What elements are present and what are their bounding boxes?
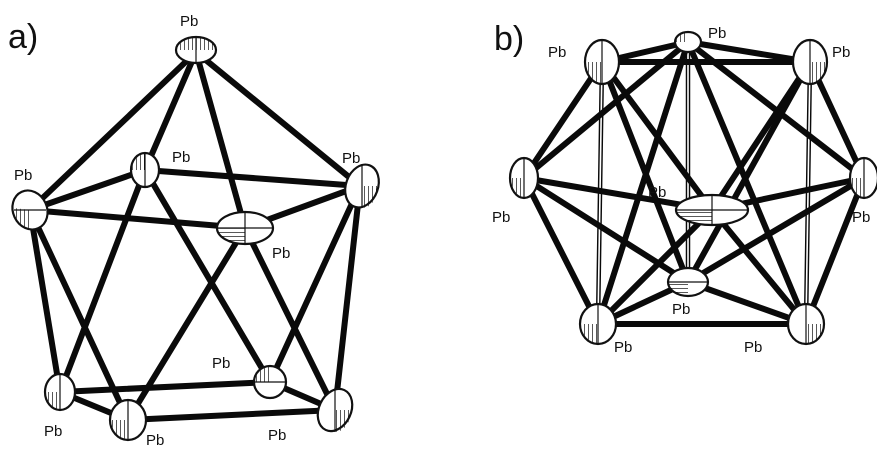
atom-label: Pb [212, 355, 230, 372]
atom-label: Pb [146, 432, 164, 449]
atom-label: Pb [14, 167, 32, 184]
pb-atom [791, 38, 829, 86]
pb-atom [786, 302, 826, 346]
bond [27, 167, 148, 213]
pb-atom [674, 193, 750, 227]
pb-atom [578, 302, 618, 346]
panel-b-atom-labels: Pb Pb Pb Pb Pb Pb Pb Pb Pb [492, 25, 870, 356]
atom-label: Pb [832, 44, 850, 61]
bond [125, 407, 338, 423]
atom-label: Pb [708, 25, 726, 42]
atom-label: Pb [672, 301, 690, 318]
bond [521, 175, 601, 327]
pb-atom [344, 163, 380, 209]
pb-atom [316, 387, 354, 433]
pb-atom [43, 372, 77, 412]
panel-b-atoms [508, 30, 877, 346]
pb-atom [252, 364, 288, 400]
atom-label: Pb [44, 423, 62, 440]
atom-label: Pb [852, 209, 870, 226]
atom-label: Pb [342, 150, 360, 167]
bond [685, 39, 809, 327]
panel-b-label: b) [494, 20, 524, 58]
bond [27, 207, 248, 231]
bond [521, 39, 691, 181]
panel-a-label: a) [8, 18, 38, 56]
bond [595, 207, 715, 327]
bond [685, 175, 867, 285]
panel-a-atoms [11, 35, 380, 442]
bond [27, 49, 199, 213]
bond [521, 59, 605, 181]
pb-atom [108, 398, 148, 442]
bond [685, 39, 813, 65]
bond [709, 207, 809, 327]
bond [57, 379, 273, 395]
bond [193, 49, 248, 231]
pb-atom [848, 156, 877, 200]
bond [332, 183, 363, 413]
atom-label: Pb [180, 13, 198, 30]
bond [142, 49, 199, 173]
pb-atom [129, 151, 161, 189]
bond [685, 59, 813, 285]
pb-atom [508, 156, 540, 200]
bond [125, 225, 248, 423]
bond [27, 207, 131, 423]
bond [57, 167, 148, 395]
panel-a: a) [8, 13, 380, 449]
atom-label: Pb [744, 339, 762, 356]
pb-atom [174, 35, 218, 65]
atom-label: Pb [492, 209, 510, 226]
bond [193, 49, 363, 189]
atom-label: Pb [172, 149, 190, 166]
bond [595, 39, 691, 327]
panel-b: b) [492, 20, 877, 356]
bond [27, 207, 63, 395]
pb-atom [666, 266, 710, 298]
pb-atom [11, 189, 49, 231]
panel-a-atom-labels: Pb Pb Pb Pb Pb Pb Pb Pb Pb [14, 13, 360, 449]
pb-atom [215, 210, 275, 246]
bond [267, 183, 363, 385]
pb-atom [673, 30, 703, 54]
pb-atom [583, 38, 621, 86]
bond [142, 167, 363, 189]
bond [142, 167, 273, 385]
atom-label: Pb [548, 44, 566, 61]
atom-label: Pb [268, 427, 286, 444]
atom-label: Pb [614, 339, 632, 356]
bond [803, 175, 867, 327]
atom-label: Pb [648, 184, 666, 201]
atom-label: Pb [272, 245, 290, 262]
bond [242, 225, 338, 413]
bond [685, 279, 809, 327]
panel-a-bonds [27, 49, 363, 423]
